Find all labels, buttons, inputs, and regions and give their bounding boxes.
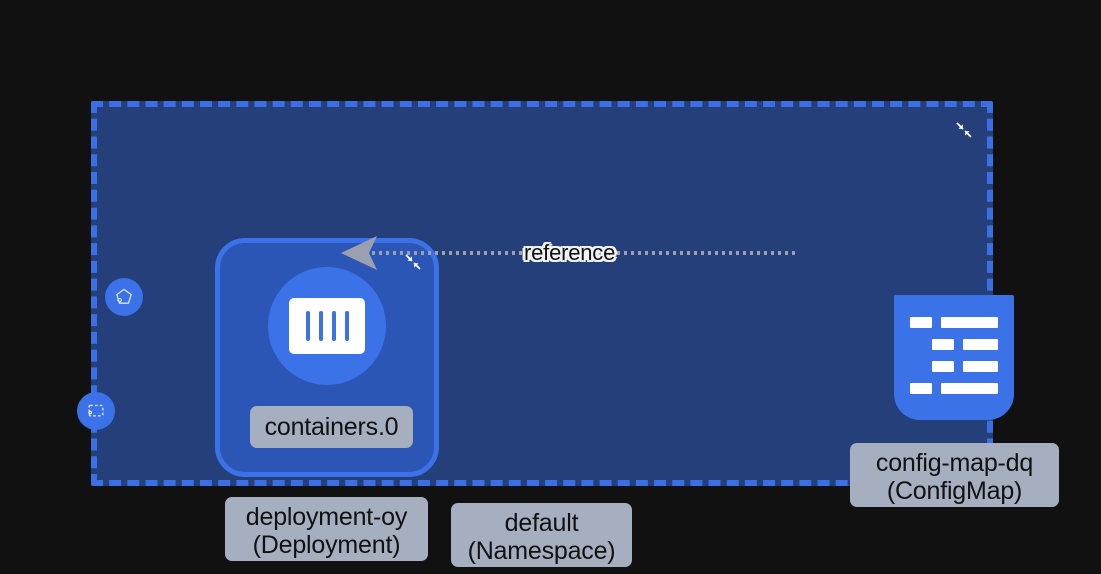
container-icon bbox=[268, 267, 386, 385]
collapse-icon[interactable] bbox=[953, 119, 975, 141]
collapse-icon[interactable] bbox=[402, 251, 424, 273]
container-glyph bbox=[289, 298, 365, 354]
namespace-container[interactable]: containers.0 deployment-oy (Deployment) bbox=[91, 101, 1059, 561]
node-deployment-oy[interactable]: containers.0 bbox=[215, 238, 439, 477]
node-label-deployment-oy[interactable]: deployment-oy (Deployment) bbox=[225, 497, 428, 561]
configmap-row bbox=[910, 339, 998, 350]
configmap-value-bar bbox=[963, 339, 998, 350]
container-badge-icon[interactable] bbox=[105, 278, 143, 316]
configmap-value-bar bbox=[963, 361, 998, 372]
configmap-icon[interactable] bbox=[894, 295, 1014, 420]
edge-label-reference: reference bbox=[524, 240, 616, 265]
configmap-key-bar bbox=[910, 317, 932, 328]
deployment-badge-icon[interactable] bbox=[77, 392, 115, 430]
child-label-containers-0[interactable]: containers.0 bbox=[250, 406, 413, 448]
configmap-row bbox=[910, 317, 998, 328]
configmap-value-bar bbox=[941, 383, 998, 394]
configmap-row bbox=[910, 361, 998, 372]
configmap-row bbox=[910, 383, 998, 394]
configmap-key-bar bbox=[910, 383, 932, 394]
configmap-key-bar bbox=[932, 361, 954, 372]
configmap-key-bar bbox=[932, 339, 954, 350]
node-label-config-map-dq[interactable]: config-map-dq (ConfigMap) bbox=[850, 443, 1059, 507]
configmap-value-bar bbox=[941, 317, 998, 328]
namespace-label[interactable]: default (Namespace) bbox=[451, 503, 632, 567]
